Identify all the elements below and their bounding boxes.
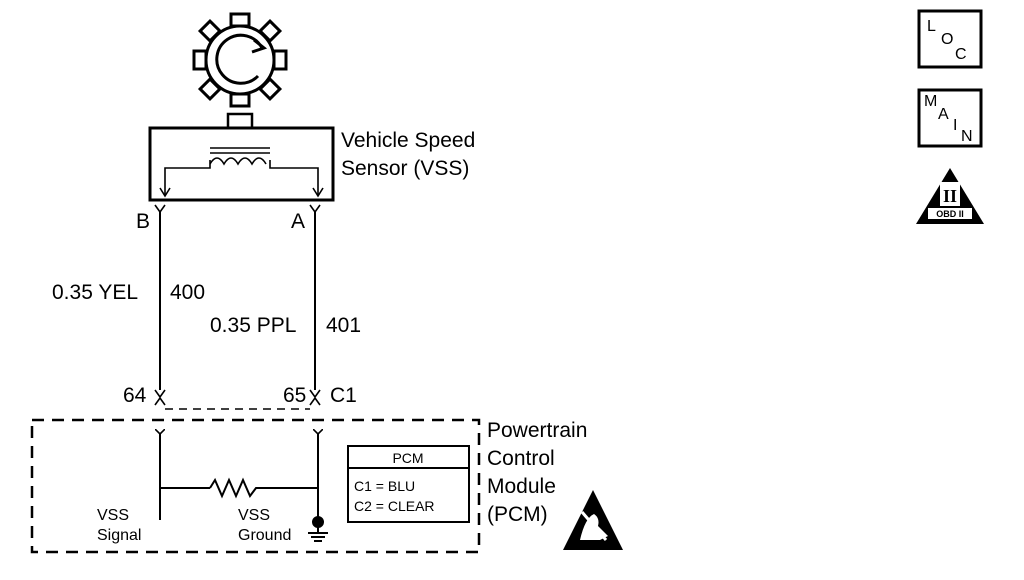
terminal-a-label: A xyxy=(291,210,305,233)
coil-icon xyxy=(209,147,270,166)
loc-letter-c: C xyxy=(955,46,967,63)
esd-warning-icon xyxy=(563,490,623,550)
pcm-table-row1: C1 = BLU xyxy=(354,478,415,494)
connector-pin-65: 65 xyxy=(283,384,306,407)
pcm-boundary xyxy=(30,418,481,554)
main-letter-m: M xyxy=(924,93,937,110)
obd-ii-icon: II OBD II xyxy=(916,168,984,224)
sensor-name-line2: Sensor (VSS) xyxy=(341,157,469,180)
main-letter-a: A xyxy=(938,106,949,123)
pcm-name-line2: Control xyxy=(487,447,555,470)
pcm-connector-table: PCM C1 = BLU C2 = CLEAR xyxy=(347,445,470,523)
obd-numeral: II xyxy=(943,186,957,206)
pcm-name-line3: Module xyxy=(487,475,556,498)
vss-ground-line2: Ground xyxy=(238,527,291,544)
terminal-b-label: B xyxy=(136,210,150,233)
obd-text: OBD II xyxy=(936,209,964,219)
main-badge: M A I N xyxy=(917,88,983,148)
sensor-name-line1: Vehicle Speed xyxy=(341,129,475,152)
vss-signal-line1: VSS xyxy=(97,507,129,524)
loc-badge: L O C xyxy=(917,9,983,69)
resistor-icon xyxy=(209,477,260,499)
pcm-table-row2: C2 = CLEAR xyxy=(354,498,435,514)
c1-connector xyxy=(154,389,321,410)
vss-signal-line2: Signal xyxy=(97,527,141,544)
pcm-internal-wiring xyxy=(160,434,318,520)
wire-left-circuit: 400 xyxy=(170,281,205,304)
vss-ground-line1: VSS xyxy=(238,507,270,524)
rotor-icon xyxy=(192,12,288,108)
loc-letter-o: O xyxy=(941,31,953,48)
main-letter-n: N xyxy=(961,128,973,145)
connector-name: C1 xyxy=(330,384,357,407)
loc-letter-l: L xyxy=(927,18,936,35)
pcm-table-title: PCM xyxy=(392,450,423,466)
ground-icon xyxy=(308,516,328,542)
pcm-name-line1: Powertrain xyxy=(487,419,587,442)
wire-right-circuit: 401 xyxy=(326,314,361,337)
wire-left-gauge-color: 0.35 YEL xyxy=(52,281,138,304)
main-letter-i: I xyxy=(953,117,957,134)
connector-pin-64: 64 xyxy=(123,384,147,407)
pcm-name-line4: (PCM) xyxy=(487,503,548,526)
sensor-body xyxy=(148,112,335,202)
wire-right-gauge-color: 0.35 PPL xyxy=(210,314,296,337)
